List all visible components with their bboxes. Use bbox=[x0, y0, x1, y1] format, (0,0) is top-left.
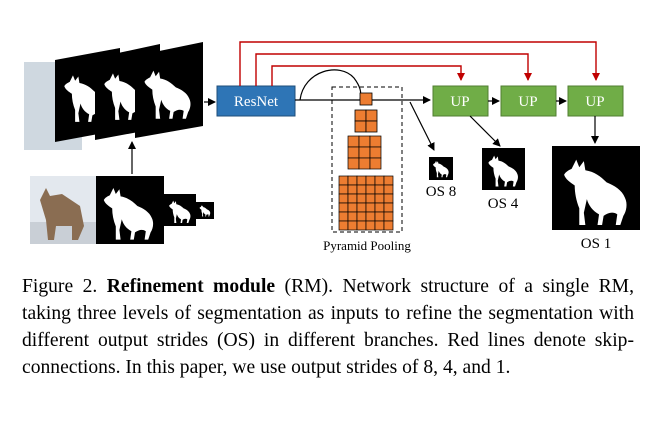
os1-label: OS 1 bbox=[581, 236, 611, 252]
figure-label: Figure 2. bbox=[22, 276, 98, 297]
pyramid-cell bbox=[338, 220, 349, 231]
pyramid-cell bbox=[374, 211, 385, 222]
pyramid-cell bbox=[356, 202, 367, 213]
pyramid-level-6x6 bbox=[338, 175, 394, 231]
pyramid-cell bbox=[365, 184, 376, 195]
pyramid-cell bbox=[374, 184, 385, 195]
pyramid-cell bbox=[365, 220, 376, 231]
pyramid-cell bbox=[338, 193, 349, 204]
pyramid-cell bbox=[347, 184, 358, 195]
caption-body: (RM). Network structure of a single RM, … bbox=[22, 276, 634, 378]
pyramid-cell bbox=[356, 220, 367, 231]
pyramid-cell bbox=[358, 135, 371, 148]
pyramid-pooling-label: Pyramid Pooling bbox=[323, 238, 411, 253]
pyramid-cell bbox=[383, 184, 394, 195]
pyramid-cell bbox=[358, 157, 371, 170]
pyramid-cell bbox=[338, 175, 349, 186]
os4-label: OS 4 bbox=[488, 196, 519, 212]
up-block-3 bbox=[567, 85, 624, 117]
pyramid-cell bbox=[365, 202, 376, 213]
up-label-1: UP bbox=[450, 94, 469, 110]
pyramid-cell bbox=[383, 202, 394, 213]
pyramid-cell bbox=[383, 220, 394, 231]
pyramid-cell bbox=[356, 193, 367, 204]
up-label-2: UP bbox=[518, 94, 537, 110]
pyramid-cell bbox=[347, 157, 360, 170]
up-label-3: UP bbox=[585, 94, 604, 110]
pyramid-cell bbox=[356, 211, 367, 222]
pyramid-cell bbox=[383, 175, 394, 186]
pyramid-cell bbox=[347, 193, 358, 204]
resnet-label: ResNet bbox=[234, 94, 279, 110]
pyramid-cell bbox=[374, 202, 385, 213]
pyramid-pooling-box bbox=[331, 86, 403, 233]
pyramid-cell bbox=[338, 211, 349, 222]
pyramid-cell bbox=[356, 175, 367, 186]
pyramid-levels bbox=[354, 92, 378, 133]
pyramid-cell bbox=[347, 211, 358, 222]
pyramid-cell bbox=[383, 193, 394, 204]
os8-label: OS 8 bbox=[426, 184, 456, 200]
input-image-stack bbox=[24, 42, 203, 150]
pyramid-cell bbox=[374, 193, 385, 204]
pyramid-cell bbox=[338, 202, 349, 213]
caption-title: Refinement module bbox=[106, 276, 276, 297]
pyramid-cell bbox=[374, 175, 385, 186]
pyramid-cell bbox=[365, 193, 376, 204]
skip-connections bbox=[239, 41, 600, 86]
up-block-1 bbox=[432, 85, 489, 117]
pyramid-cell bbox=[338, 184, 349, 195]
pyramid-cell bbox=[365, 211, 376, 222]
pyramid-cell bbox=[369, 135, 382, 148]
pyramid-level-3x3 bbox=[347, 135, 382, 170]
pyramid-cell bbox=[347, 135, 360, 148]
pyramid-cell bbox=[374, 220, 385, 231]
pyramid-cell bbox=[347, 146, 360, 159]
pyramid-cell bbox=[347, 202, 358, 213]
refinement-module-diagram: ResNet Pyramid Pooling UP UP UP OS 8 OS bbox=[24, 41, 640, 253]
pyramid-cell bbox=[358, 146, 371, 159]
pyramid-cell bbox=[365, 175, 376, 186]
pyramid-cell bbox=[383, 211, 394, 222]
pyramid-cell bbox=[347, 220, 358, 231]
pyramid-cell bbox=[347, 175, 358, 186]
pyramid-cell bbox=[369, 157, 382, 170]
pyramid-cell bbox=[356, 184, 367, 195]
pyramid-cell bbox=[369, 146, 382, 159]
segmentation-pyramid-inputs bbox=[30, 176, 214, 244]
figure-caption: Figure 2. Refinement module (RM). Networ… bbox=[22, 273, 634, 381]
